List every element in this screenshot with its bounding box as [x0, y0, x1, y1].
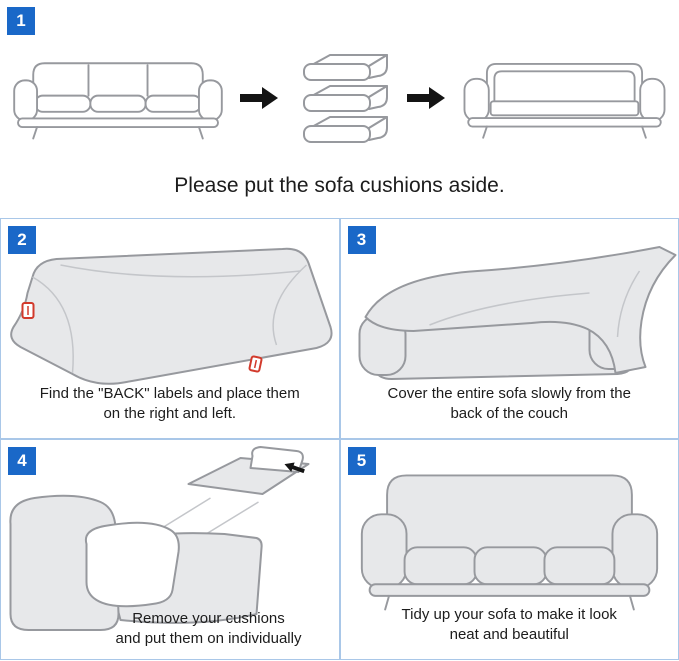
arrow-right-icon: [239, 87, 278, 109]
back-label-tag-left: [21, 302, 35, 319]
step-4-caption-line-2: and put them on individually: [115, 630, 302, 648]
step-1-caption: Please put the sofa cushions aside.: [0, 172, 679, 200]
step-1-badge: 1: [7, 7, 35, 35]
step-5-number: 5: [356, 451, 367, 470]
step-2-badge: 2: [8, 226, 36, 254]
step-1-caption-line: Please put the sofa cushions aside.: [174, 174, 505, 198]
step-3-badge: 3: [347, 226, 376, 254]
step-5-caption-line-2: neat and beautiful: [449, 626, 569, 644]
step-4-caption: Remove your cushions and put them on ind…: [93, 609, 325, 649]
finished-covered-sofa-illustration: [361, 474, 659, 611]
step-3-caption-line-1: Cover the entire sofa slowly from the: [387, 385, 631, 403]
sofa-without-cushions-icon: [463, 62, 665, 139]
step-4-number: 4: [17, 451, 27, 470]
step-5-caption-line-1: Tidy up your sofa to make it look: [401, 606, 617, 624]
step-5-panel: 5 Tidy up your sofa to make it look neat…: [339, 439, 679, 660]
cushion-insert-inset: [187, 446, 310, 495]
step-5-caption: Tidy up your sofa to make it look neat a…: [341, 605, 679, 645]
step-4-panel: 4 Remove your cushions and put them on i…: [0, 439, 340, 660]
draping-cover-over-sofa-illustration: [358, 246, 677, 380]
cushion-stack-icon: [302, 54, 388, 143]
step-3-number: 3: [356, 230, 367, 249]
step-4-caption-line-1: Remove your cushions: [132, 610, 285, 628]
step-1-illustration-row: [0, 48, 679, 148]
cover-with-back-labels-illustration: [9, 247, 333, 385]
step-3-caption-line-2: back of the couch: [450, 405, 569, 423]
sofa-with-cushions-icon: [12, 62, 223, 140]
step-5-badge: 5: [347, 447, 376, 475]
steps-grid: 2 Find the "BACK" labels and place them: [0, 218, 679, 660]
step-1-number: 1: [16, 11, 26, 30]
arrow-right-icon: [406, 87, 445, 109]
step-3-caption: Cover the entire sofa slowly from the ba…: [341, 384, 679, 424]
step-2-panel: 2 Find the "BACK" labels and place them: [0, 218, 340, 439]
back-label-tag-right: [248, 355, 263, 373]
cushion-cover-insert-illustration: [9, 446, 310, 631]
step-1-panel: 1: [0, 0, 679, 218]
step-2-number: 2: [17, 230, 27, 249]
step-2-caption-line-1: Find the "BACK" labels and place them: [39, 385, 300, 403]
step-4-badge: 4: [8, 447, 36, 475]
step-2-caption: Find the "BACK" labels and place them on…: [1, 384, 339, 424]
step-2-caption-line-2: on the right and left.: [103, 405, 237, 423]
step-3-panel: 3 Cover the entire sofa slowly from the …: [339, 218, 679, 439]
